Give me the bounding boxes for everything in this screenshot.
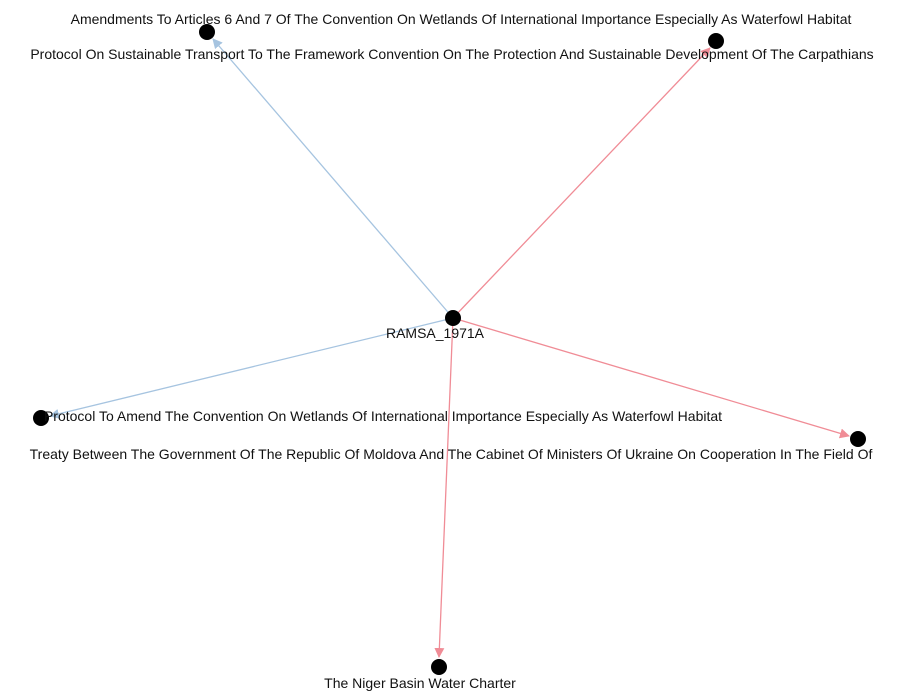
edges — [49, 38, 850, 658]
label-amendments: Amendments To Articles 6 And 7 Of The Co… — [71, 11, 852, 27]
node-protocol-amend[interactable] — [33, 410, 49, 426]
labels: Amendments To Articles 6 And 7 Of The Co… — [30, 11, 874, 691]
node-center[interactable] — [445, 310, 461, 326]
edge-niger — [434, 317, 454, 658]
label-protocol-amend: Protocol To Amend The Convention On Wetl… — [44, 408, 722, 424]
edge-amendments — [212, 38, 454, 319]
label-niger: The Niger Basin Water Charter — [324, 675, 516, 691]
label-carpathians: Protocol On Sustainable Transport To The… — [30, 46, 873, 62]
node-moldova-ukraine[interactable] — [850, 431, 866, 447]
edge-carpathians — [452, 47, 711, 319]
label-center: RAMSA_1971A — [386, 325, 485, 341]
node-carpathians[interactable] — [708, 33, 724, 49]
label-moldova-ukraine: Treaty Between The Government Of The Rep… — [30, 446, 873, 462]
node-niger[interactable] — [431, 659, 447, 675]
edge-moldova-ukraine — [452, 317, 850, 439]
edge-protocol-amend — [49, 317, 454, 419]
node-amendments[interactable] — [199, 24, 215, 40]
nodes — [33, 24, 866, 675]
